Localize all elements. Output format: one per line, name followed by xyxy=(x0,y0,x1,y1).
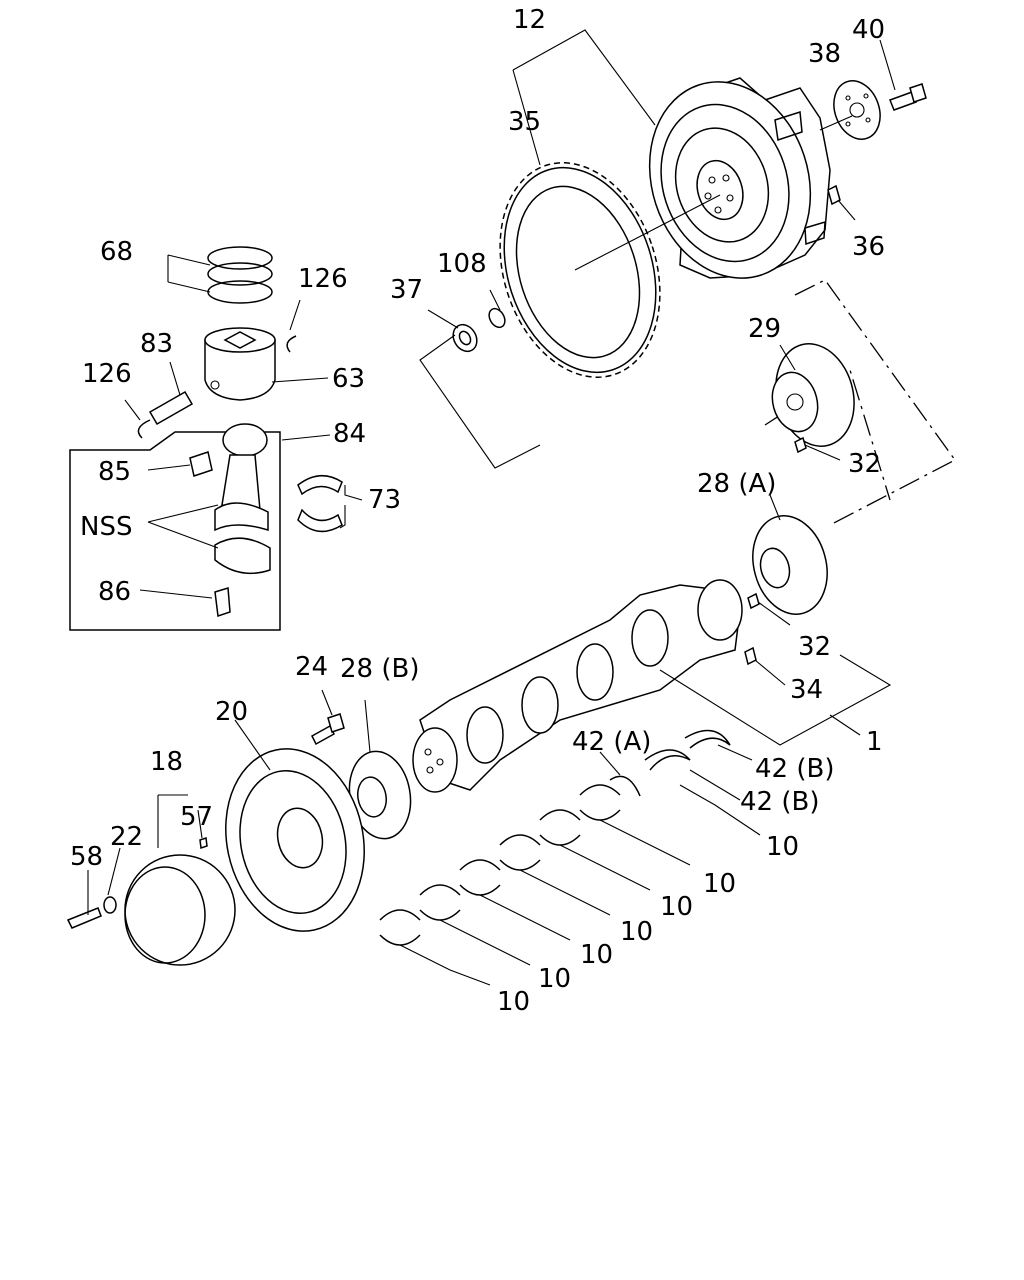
piston-rings xyxy=(207,246,273,304)
label-73: 73 xyxy=(368,485,401,515)
label-34: 34 xyxy=(790,675,823,705)
label-126-left: 126 xyxy=(82,359,132,389)
label-28a: 28 (A) xyxy=(697,469,776,499)
leader-lines xyxy=(87,29,896,986)
label-10-1: 10 xyxy=(766,832,799,862)
label-83: 83 xyxy=(140,329,173,359)
crankshaft xyxy=(412,579,743,793)
label-20: 20 xyxy=(215,697,248,727)
label-10-7: 10 xyxy=(497,987,530,1017)
label-68: 68 xyxy=(100,237,133,267)
label-126-top: 126 xyxy=(298,264,348,294)
label-63: 63 xyxy=(332,364,365,394)
label-10-3: 10 xyxy=(660,892,693,922)
connecting-rod xyxy=(189,423,271,618)
main-bearing-shells xyxy=(379,784,621,946)
gear-28a xyxy=(752,515,828,615)
label-12: 12 xyxy=(513,5,546,35)
label-42a: 42 (A) xyxy=(572,727,651,757)
label-10-5: 10 xyxy=(580,940,613,970)
label-28b: 28 (B) xyxy=(340,654,419,684)
label-nss: NSS xyxy=(80,512,132,542)
label-38: 38 xyxy=(808,39,841,69)
damper xyxy=(124,854,236,966)
gear-29 xyxy=(771,343,855,447)
label-57: 57 xyxy=(180,802,213,832)
label-85: 85 xyxy=(98,457,131,487)
part-labels: 12 40 38 35 36 108 37 68 126 83 126 63 8… xyxy=(70,5,885,1017)
label-22: 22 xyxy=(110,822,143,852)
label-42b-lower: 42 (B) xyxy=(740,787,819,817)
piston xyxy=(204,327,276,401)
label-58: 58 xyxy=(70,842,103,872)
label-84: 84 xyxy=(333,419,366,449)
plate-and-bolt xyxy=(819,80,927,140)
label-29: 29 xyxy=(748,314,781,344)
ring-gear xyxy=(499,162,721,378)
label-108: 108 xyxy=(437,249,487,279)
label-37: 37 xyxy=(390,275,423,305)
label-32-upper: 32 xyxy=(848,449,881,479)
label-10-6: 10 xyxy=(538,964,571,994)
flywheel xyxy=(648,77,831,279)
label-32-lower: 32 xyxy=(798,632,831,662)
label-86: 86 xyxy=(98,577,131,607)
label-42b-upper: 42 (B) xyxy=(755,754,834,784)
crank-pulley xyxy=(225,748,365,932)
label-1: 1 xyxy=(866,727,883,757)
label-36: 36 xyxy=(852,232,885,262)
label-24: 24 xyxy=(295,652,328,682)
label-35: 35 xyxy=(508,107,541,137)
label-18: 18 xyxy=(150,747,183,777)
label-10-2: 10 xyxy=(703,869,736,899)
label-40: 40 xyxy=(852,15,885,45)
label-10-4: 10 xyxy=(620,917,653,947)
